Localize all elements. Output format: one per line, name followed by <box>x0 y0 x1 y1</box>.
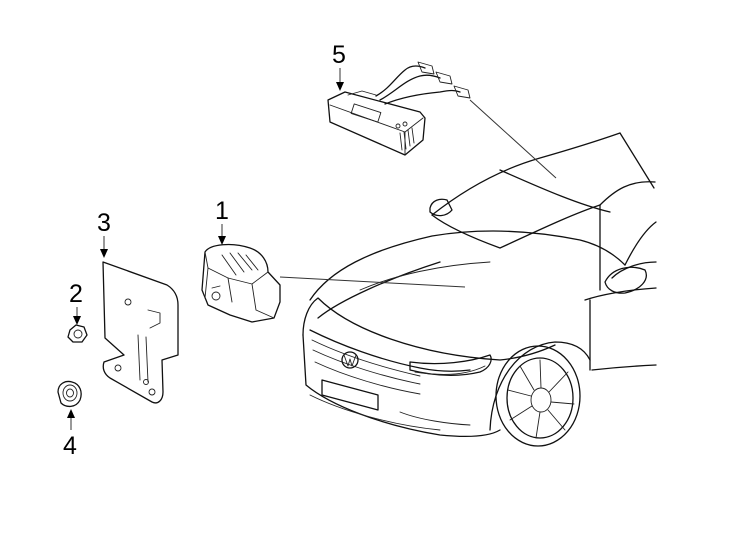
callout-4: 4 <box>63 409 77 460</box>
callout-label-2: 2 <box>69 280 83 308</box>
nut-part-4 <box>57 380 82 408</box>
callout-1: 1 <box>215 197 229 245</box>
callout-label-1: 1 <box>215 197 229 225</box>
callout-2: 2 <box>69 280 83 325</box>
vehicle-front <box>302 132 657 447</box>
bracket-part <box>102 261 179 404</box>
control-module-part <box>327 61 557 179</box>
camera-leader-line <box>279 276 466 288</box>
nut-part-2 <box>67 324 88 343</box>
callout-5: 5 <box>332 41 346 91</box>
module-leader-line <box>469 99 557 179</box>
callout-label-3: 3 <box>97 209 111 237</box>
camera-module-part <box>201 243 466 323</box>
callout-label-5: 5 <box>332 41 346 69</box>
callout-3: 3 <box>97 209 111 258</box>
callout-label-4: 4 <box>63 432 77 460</box>
